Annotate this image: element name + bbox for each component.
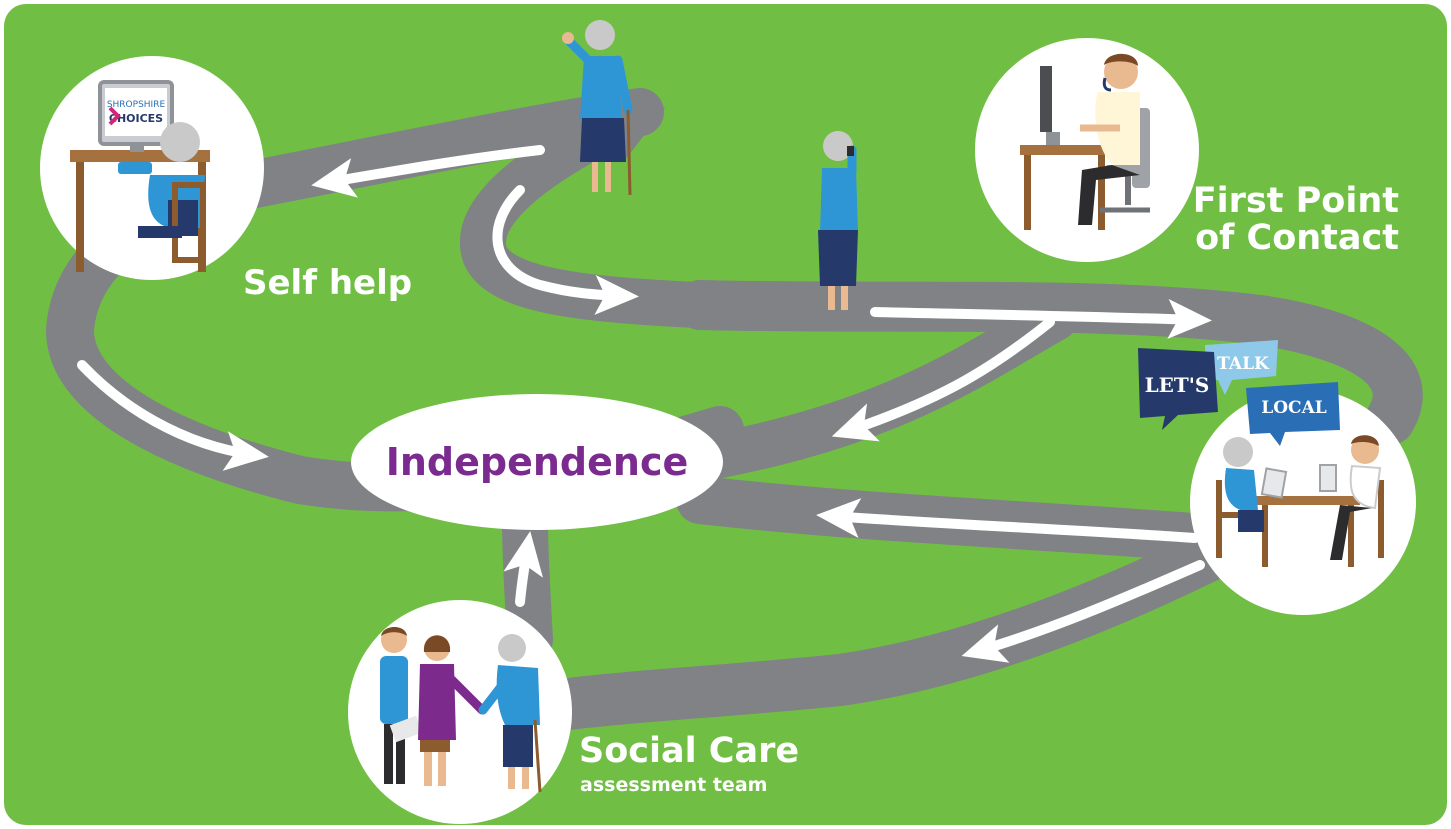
bubble-local: LOCAL (1261, 398, 1326, 418)
arrow-meeting-to-independence (816, 498, 1200, 543)
arrow-self-help-to-independence (77, 360, 269, 471)
social-care-sub-label: assessment team (580, 774, 768, 796)
flow-arrows (77, 145, 1212, 663)
independence-node (351, 394, 723, 530)
bubble-lets: LET'S (1145, 373, 1210, 397)
self-help-label: Self help (243, 263, 413, 303)
computer-user-icon: SHROPSHIRE CHOICES (70, 80, 210, 272)
independence-label: Independence (385, 440, 689, 484)
first-contact-label: First Point of Contact (1193, 183, 1399, 257)
social-care-label: Social Care (579, 731, 800, 771)
person-waving-icon (562, 20, 633, 196)
arrow-diagonal-to-independence (831, 317, 1055, 442)
arrow-meeting-to-social-care (961, 560, 1205, 663)
arrow-social-care-to-independence (503, 531, 544, 607)
arrow-to-self-help (311, 145, 545, 198)
call-center-agent-icon (1020, 53, 1150, 230)
handshake-group-icon (380, 627, 542, 793)
screen-logo-line1: SHROPSHIRE (107, 100, 166, 110)
bubble-talk: TALK (1217, 354, 1270, 374)
arrow-waver-to-road (492, 185, 639, 315)
screen-logo-line2: CHOICES (109, 112, 163, 125)
first-contact-line2: of Contact (1195, 217, 1399, 258)
speech-bubble-icon: LET'S TALK LOCAL (1138, 340, 1340, 446)
person-phone-icon (818, 131, 858, 310)
first-contact-line1: First Point (1192, 181, 1399, 221)
arrow-to-first-contact (870, 298, 1212, 339)
meeting-icon (1216, 435, 1384, 567)
